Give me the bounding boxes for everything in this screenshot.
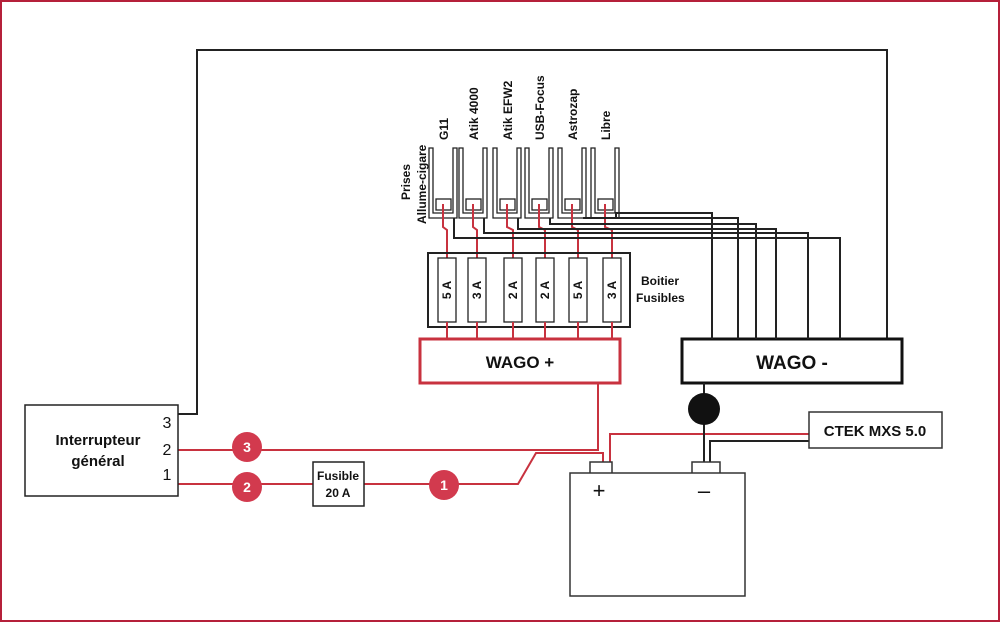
fuse-rating: 5 A	[440, 281, 454, 300]
fuse-2: 2 A	[503, 257, 523, 339]
wire-switch-to-wago-minus	[178, 49, 888, 415]
battery-minus-sign: –	[698, 478, 711, 503]
fuse-4: 5 A	[568, 257, 588, 339]
wago-minus-label: WAGO -	[756, 353, 828, 374]
fuse-box	[427, 252, 631, 328]
fuse-5: 3 A	[602, 257, 622, 339]
socket-2: Atik EFW2	[492, 80, 522, 258]
battery-plus-sign: +	[593, 478, 606, 503]
badge-1-label: 1	[440, 477, 448, 493]
wire-socket-to-fuse	[604, 204, 613, 258]
fuse-3: 2 A	[535, 257, 555, 339]
fuse-rating: 2 A	[538, 281, 552, 300]
badge-1	[429, 470, 459, 500]
sockets-group-label-1: Prises	[399, 164, 413, 200]
socket-label: Atik 4000	[467, 87, 481, 140]
main-switch-label-2: général	[71, 453, 124, 470]
wire-socket-to-wago-minus	[549, 218, 757, 339]
fuse-1: 3 A	[467, 257, 487, 339]
socket-label: Libre	[599, 110, 613, 140]
socket-label: G11	[437, 118, 451, 140]
wire-socket-to-wago-minus	[517, 218, 777, 339]
socket-body	[492, 147, 522, 219]
wire-charger-to-battery-plus	[609, 433, 810, 462]
wire-wago-plus-to-switch-2	[178, 383, 599, 451]
wire-socket-to-fuse	[571, 204, 579, 258]
socket-3: USB-Focus	[524, 75, 554, 258]
fuse-rating: 3 A	[605, 281, 619, 300]
sockets-group-label-2: Allume-cigare	[415, 144, 429, 224]
badge-2-label: 2	[243, 479, 251, 495]
battery-terminal-minus	[691, 461, 721, 475]
wire-charger-to-battery-minus	[709, 440, 810, 462]
switch-terminal-3: 3	[163, 415, 172, 432]
wire-socket-to-fuse	[442, 204, 448, 258]
socket-0: G11	[428, 118, 458, 258]
fuse-rating: 3 A	[470, 281, 484, 300]
fuse-box-label-2: Fusibles	[636, 291, 685, 305]
wago-plus-block	[418, 337, 622, 385]
socket-1: Atik 4000	[458, 87, 488, 258]
main-fuse-label-2: 20 A	[326, 486, 351, 500]
socket-body	[524, 147, 554, 219]
charger-label: CTEK MXS 5.0	[824, 423, 927, 440]
fuse-rating: 5 A	[571, 281, 585, 300]
socket-body	[458, 147, 488, 219]
fuse-0: 5 A	[437, 257, 457, 339]
badge-2	[232, 472, 262, 502]
main-switch-label-1: Interrupteur	[55, 432, 140, 449]
junction-node	[688, 393, 720, 425]
wire-socket-to-fuse	[472, 204, 478, 258]
battery	[569, 472, 746, 597]
battery-terminal-plus	[589, 461, 613, 475]
socket-body	[557, 147, 587, 219]
socket-label: Astrozap	[566, 89, 580, 140]
socket-label: USB-Focus	[533, 75, 547, 140]
socket-label: Atik EFW2	[501, 80, 515, 140]
fuse-rating: 2 A	[506, 281, 520, 300]
socket-5: Libre	[590, 110, 620, 258]
main-switch-block	[24, 404, 179, 497]
main-fuse-block	[312, 461, 365, 507]
badge-3-label: 3	[243, 439, 251, 455]
wire-socket-to-fuse	[538, 204, 546, 258]
socket-body	[428, 147, 458, 219]
main-fuse-label-1: Fusible	[317, 469, 359, 483]
badge-3	[232, 432, 262, 462]
wire-socket-to-fuse	[506, 204, 514, 258]
fuse-box-label-1: Boitier	[641, 274, 679, 288]
wire-socket-to-wago-minus	[453, 218, 841, 339]
wire-socket-to-wago-minus	[483, 218, 809, 339]
switch-terminal-1: 1	[163, 467, 172, 484]
wire-switch-1-to-battery-plus	[178, 452, 604, 485]
wire-socket-to-wago-minus	[583, 217, 739, 339]
switch-terminal-2: 2	[163, 442, 172, 459]
charger-block	[808, 411, 943, 449]
wago-plus-label: WAGO +	[486, 353, 555, 372]
wire-socket-to-wago-minus	[615, 212, 713, 339]
wago-minus-block	[680, 337, 904, 385]
